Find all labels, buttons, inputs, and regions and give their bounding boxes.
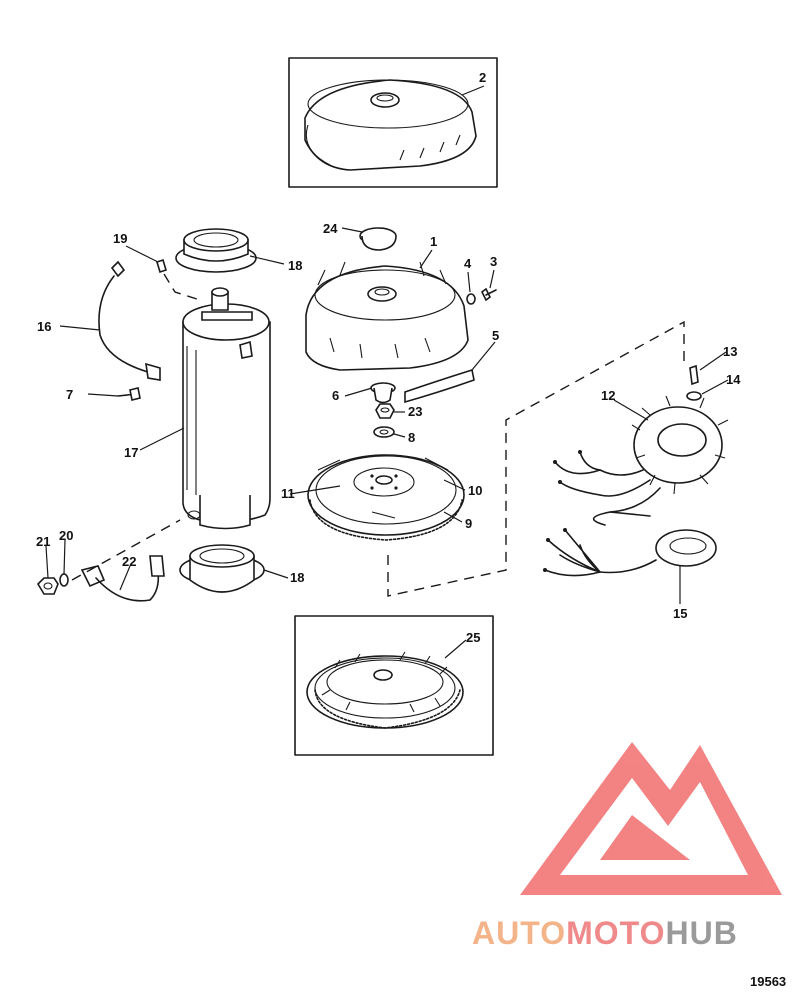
leader-lines [45, 85, 729, 659]
callout-1: 1 [430, 234, 437, 249]
part-12-wire-leads [553, 450, 651, 526]
callout-15: 15 [673, 606, 687, 621]
part-19-clip [156, 258, 167, 274]
part-8-washer [373, 426, 395, 438]
callout-18-bottom: 18 [290, 570, 304, 585]
part-5-strap [404, 368, 475, 404]
callout-16: 16 [37, 319, 51, 334]
callout-4: 4 [464, 256, 472, 271]
callout-6: 6 [332, 388, 339, 403]
callout-14: 14 [726, 372, 741, 387]
callout-8: 8 [408, 430, 415, 445]
part-6-bushing [370, 382, 396, 404]
dash-line-stator [387, 320, 685, 597]
callout-12: 12 [601, 388, 615, 403]
part-22-cable [80, 555, 165, 602]
callout-11: 11 [281, 486, 295, 501]
part-1-flywheel-cover [305, 261, 469, 371]
part-15-trigger [543, 528, 717, 577]
part-14-washer [686, 391, 702, 401]
callout-22: 22 [122, 554, 136, 569]
callout-20: 20 [59, 528, 73, 543]
part-7-nut [375, 403, 395, 419]
callout-25: 25 [466, 630, 480, 645]
callout-17: 17 [124, 445, 138, 460]
inset-box-flywheel [294, 615, 494, 756]
part-13-screw [689, 364, 699, 386]
callout-3: 3 [490, 254, 497, 269]
part-25-flywheel [306, 651, 464, 729]
part-16-cable [98, 260, 161, 381]
callout-2: 2 [479, 70, 486, 85]
part-21-nut [36, 577, 59, 595]
inset-box-cover [288, 57, 498, 188]
part-18-bushing-bottom [179, 544, 265, 593]
watermark-text: AUTOMOTOHUB [472, 915, 738, 951]
watermark-logo [520, 742, 782, 895]
callout-13: 13 [723, 344, 737, 359]
part-18-bushing-top [175, 228, 257, 273]
part-9-flywheel [307, 454, 465, 541]
callout-24: 24 [323, 221, 338, 236]
callout-23: 7 [66, 387, 73, 402]
part-2-cover [304, 79, 477, 171]
callout-19: 19 [113, 231, 127, 246]
part-17-starter-motor [182, 287, 271, 530]
callout-9: 9 [465, 516, 472, 531]
callout-5: 5 [492, 328, 499, 343]
callout-21: 21 [36, 534, 50, 549]
dash-line-20-22 [71, 519, 181, 581]
part-3-screw [480, 287, 497, 302]
figure-number: 19563 [750, 974, 786, 989]
part-23-screw [117, 387, 141, 401]
part-12-stator [599, 395, 729, 513]
callout-7: 23 [408, 404, 422, 419]
part-20-washer [59, 573, 69, 587]
callout-10: 10 [468, 483, 482, 498]
dash-line-19 [163, 273, 201, 301]
part-24-plug [359, 227, 397, 251]
callout-18-top: 18 [288, 258, 302, 273]
part-4-washer [466, 293, 476, 305]
